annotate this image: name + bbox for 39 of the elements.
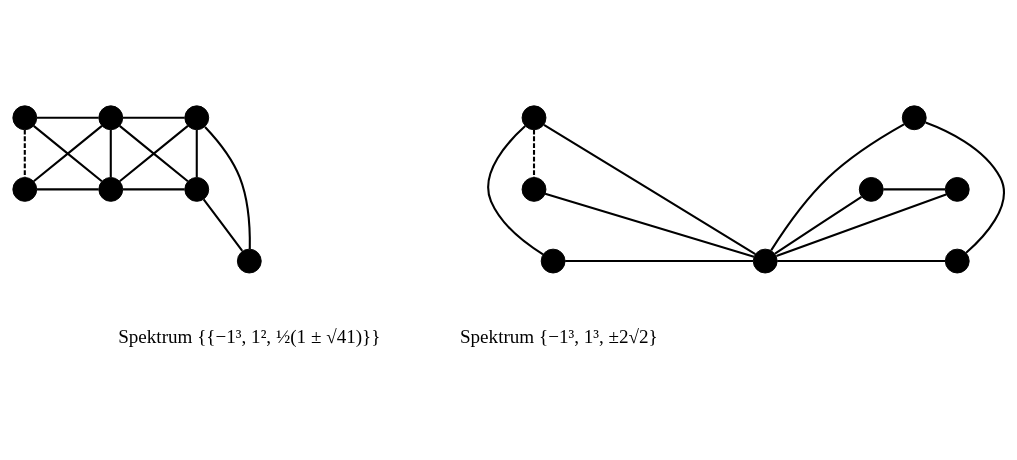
connector: [36, 116, 99, 119]
connector: [122, 187, 185, 190]
node-circle: [236, 248, 262, 273]
node-circle: [521, 176, 547, 202]
connector: [543, 123, 756, 255]
connector: [36, 187, 99, 190]
connector: [23, 129, 26, 177]
node-circle: [944, 248, 970, 273]
label: Spektrum {{−1³, 1², ½(1 ± √41)}}: [118, 325, 381, 347]
connector: [204, 125, 251, 249]
node-circle: [521, 104, 547, 130]
node-circle: [12, 104, 38, 130]
node-circle: [184, 104, 210, 130]
node-circle: [752, 248, 778, 273]
node-circle: [901, 104, 927, 130]
connector: [33, 124, 103, 182]
node-circle: [858, 176, 884, 202]
connector: [202, 198, 244, 251]
connector: [109, 129, 112, 177]
node-circle: [540, 248, 566, 273]
node-circle: [12, 176, 38, 202]
node-circle: [98, 104, 124, 130]
connector: [883, 187, 946, 190]
connector: [119, 124, 189, 182]
connector: [777, 259, 946, 262]
node-circle: [944, 176, 970, 202]
connector: [122, 116, 185, 119]
connector: [532, 129, 536, 177]
connector: [487, 124, 544, 255]
connector: [774, 195, 863, 255]
connector: [544, 192, 755, 258]
node-circle: [98, 176, 124, 202]
node-circle: [184, 176, 210, 202]
connector: [776, 192, 947, 257]
connector: [925, 121, 1005, 254]
connector: [195, 129, 198, 177]
connector: [565, 259, 754, 262]
connector: [770, 122, 905, 251]
label: Spektrum {−1³, 1³, ±2√2}: [459, 325, 658, 347]
